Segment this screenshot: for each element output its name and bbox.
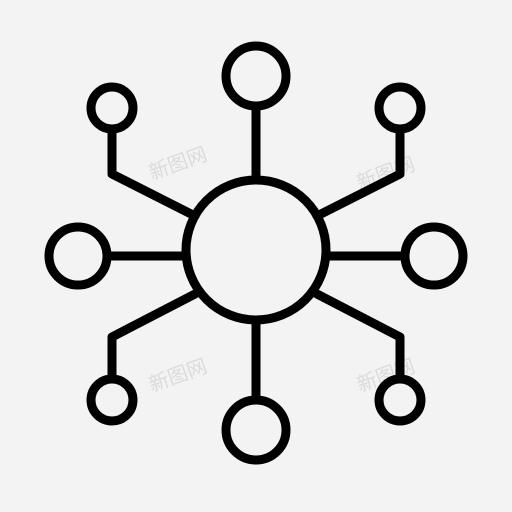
hub-node-icon [181, 175, 331, 325]
svg-text:新图网: 新图网 [146, 354, 211, 397]
connector-lower-right [312, 289, 405, 384]
node-right-icon [400, 222, 468, 290]
node-upper-left-icon [86, 82, 138, 134]
node-lower-left-icon [86, 374, 138, 426]
svg-text:新图网: 新图网 [146, 142, 211, 185]
node-lower-right-icon [374, 374, 426, 426]
connector-lower-left [107, 289, 200, 384]
node-top-icon [221, 41, 291, 111]
node-bottom-icon [221, 395, 291, 465]
connector-upper-left [107, 125, 200, 221]
node-upper-right-icon [374, 82, 426, 134]
connector-upper-right [312, 125, 405, 221]
node-left-icon [44, 222, 112, 290]
